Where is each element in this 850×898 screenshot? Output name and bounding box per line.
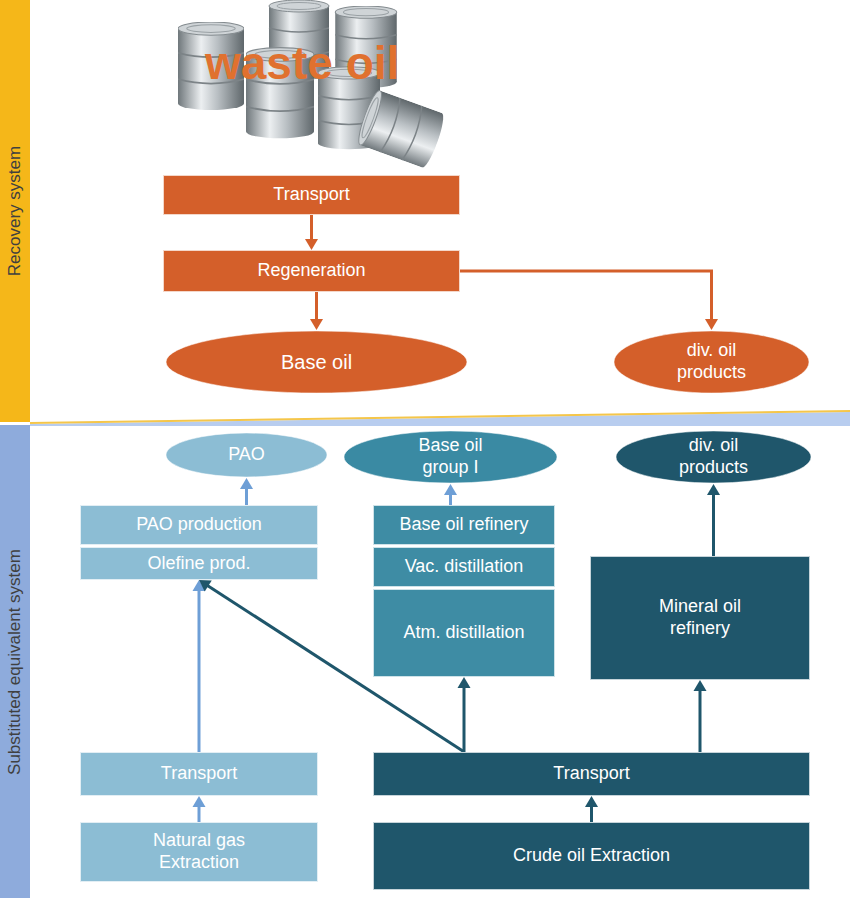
text-holder: Olefine prod.: [81, 548, 317, 579]
text-holder: Crude oil Extraction: [374, 823, 809, 889]
arrow-line: [463, 687, 466, 752]
divider-line: [30, 411, 850, 423]
process-box: PAO production: [80, 505, 318, 545]
process-box: Crude oil Extraction: [373, 822, 810, 890]
band-label: Recovery system: [5, 146, 25, 276]
product-ellipse: Base oil group I: [343, 430, 558, 484]
node-text: Olefine prod.: [147, 553, 250, 575]
node-text: Base oil refinery: [399, 514, 528, 536]
arrow-line: [245, 488, 248, 505]
node-text: Natural gas Extraction: [134, 830, 264, 873]
flow-arrow: [193, 580, 206, 752]
product-ellipse: div. oil products: [613, 330, 810, 394]
product-ellipse: Base oil: [165, 330, 468, 394]
node-text: PAO production: [136, 514, 262, 536]
text-holder: Base oil: [165, 330, 468, 394]
node-text: Atm. distillation: [403, 622, 524, 644]
product-ellipse: PAO: [165, 432, 328, 478]
node-text: div. oil products: [664, 435, 764, 478]
arrow-head: [458, 677, 471, 688]
node-text: Transport: [161, 763, 237, 785]
arrow-line: [460, 271, 712, 320]
divider-band: [30, 412, 850, 426]
process-box: Base oil refinery: [373, 505, 555, 545]
arrow-head: [310, 319, 323, 330]
text-holder: Atm. distillation: [374, 590, 554, 676]
process-box: Atm. distillation: [373, 589, 555, 677]
arrow-line: [712, 494, 715, 556]
ellipse-shape: [616, 431, 811, 483]
flow-arrow: [305, 215, 318, 250]
flow-arrow: [460, 271, 718, 330]
text-holder: Transport: [81, 753, 317, 795]
text-holder: Transport: [374, 753, 809, 795]
flow-arrow: [310, 292, 323, 330]
process-box: Regeneration: [163, 250, 460, 292]
flow-arrow: [240, 478, 253, 505]
arrow-line: [198, 590, 201, 752]
flow-arrow: [707, 484, 720, 556]
node-text: Crude oil Extraction: [513, 845, 670, 867]
node-text: Transport: [273, 184, 349, 206]
node-text: Base oil group I: [401, 435, 501, 478]
text-holder: Mineral oil refinery: [591, 557, 809, 679]
ellipse-shape: [166, 433, 327, 477]
illustration-label: waste oil: [205, 36, 399, 90]
system-divider: [30, 411, 850, 426]
barrel-group: [178, 0, 447, 169]
arrow-head: [305, 239, 318, 250]
node-text: Mineral oil refinery: [635, 596, 765, 639]
text-holder: Natural gas Extraction: [81, 823, 317, 881]
node-text: Transport: [553, 763, 629, 785]
text-holder: PAO production: [81, 506, 317, 544]
arrow-head: [193, 796, 206, 807]
product-ellipse: div. oil products: [615, 430, 812, 484]
process-box: Transport: [163, 175, 460, 215]
system-band: Substituted equivalent system: [0, 425, 30, 898]
system-band: Recovery system: [0, 0, 30, 422]
arrow-head: [199, 580, 212, 591]
process-box: Transport: [80, 752, 318, 796]
text-holder: Regeneration: [164, 251, 459, 291]
text-holder: Base oil refinery: [374, 506, 554, 544]
arrow-head: [444, 484, 457, 495]
arrow-head: [240, 478, 253, 489]
text-holder: PAO: [165, 432, 328, 478]
arrow-head: [707, 484, 720, 495]
node-text: Vac. distillation: [405, 556, 524, 578]
process-box: Natural gas Extraction: [80, 822, 318, 882]
arrow-head: [585, 796, 598, 807]
ellipse-shape: [166, 331, 467, 393]
text-holder: Vac. distillation: [374, 548, 554, 586]
arrow-line: [315, 292, 318, 320]
node-text: Base oil: [281, 350, 352, 374]
node-text: div. oil products: [662, 340, 762, 383]
text-holder: Transport: [164, 176, 459, 214]
arrow-head: [705, 319, 718, 330]
process-box: Olefine prod.: [80, 547, 318, 580]
arrow-line: [449, 494, 452, 505]
text-holder: Base oil group I: [343, 430, 558, 484]
flow-arrow: [694, 680, 707, 752]
ellipse-shape: [614, 331, 809, 393]
arrow-head: [694, 680, 707, 691]
process-box: Mineral oil refinery: [590, 556, 810, 680]
process-box: Vac. distillation: [373, 547, 555, 587]
arrow-line: [198, 806, 201, 822]
process-box: Transport: [373, 752, 810, 796]
flow-arrow: [585, 796, 598, 822]
flow-arrow: [444, 484, 457, 505]
ellipse-shape: [344, 431, 557, 483]
arrow-line: [590, 806, 593, 822]
node-text: PAO: [228, 444, 265, 466]
band-label: Substituted equivalent system: [5, 549, 25, 775]
node-text: Regeneration: [257, 260, 365, 282]
flow-arrow: [193, 796, 206, 822]
arrow-line: [310, 215, 313, 240]
text-holder: div. oil products: [613, 330, 810, 394]
flow-arrow: [458, 677, 471, 752]
arrow-line: [699, 690, 702, 752]
text-holder: div. oil products: [615, 430, 812, 484]
